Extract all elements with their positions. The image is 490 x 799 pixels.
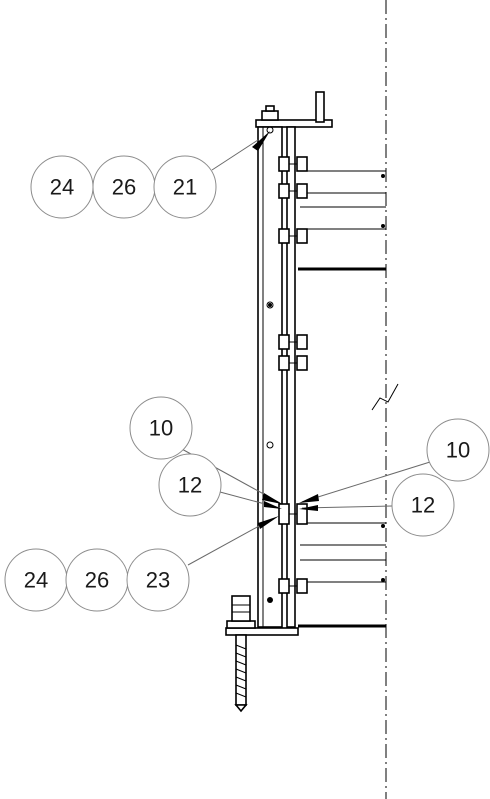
svg-text:12: 12 (178, 473, 202, 498)
callout-12-right: 12 (391, 473, 455, 537)
svg-text:10: 10 (446, 438, 470, 463)
callout-21: 21 (153, 155, 217, 219)
arrowheads (252, 131, 319, 529)
callout-26-bottom: 26 (65, 548, 129, 612)
svg-text:24: 24 (24, 568, 48, 593)
callout-26-top: 26 (92, 155, 156, 219)
svg-text:26: 26 (85, 568, 109, 593)
svg-text:21: 21 (173, 175, 197, 200)
svg-text:23: 23 (146, 568, 170, 593)
break-symbol (371, 383, 399, 411)
svg-text:24: 24 (50, 175, 74, 200)
callout-10-left: 10 (129, 396, 193, 460)
horizontal-rails (298, 170, 386, 628)
top-bracket (255, 91, 333, 128)
mounting-plate (257, 126, 296, 628)
callout-10-right: 10 (426, 418, 490, 482)
bolt-group-lower (278, 503, 308, 594)
svg-text:12: 12 (411, 493, 435, 518)
bottom-bracket (225, 620, 299, 636)
svg-text:26: 26 (112, 175, 136, 200)
callout-12-left: 12 (158, 453, 222, 517)
bolt-group-upper (278, 156, 308, 244)
svg-text:10: 10 (149, 416, 173, 441)
bolt-group-middle (278, 334, 308, 371)
anchor-screw (231, 595, 251, 713)
callout-24-bottom: 24 (4, 548, 68, 612)
callout-23: 23 (126, 548, 190, 612)
callout-24-top: 24 (30, 155, 94, 219)
